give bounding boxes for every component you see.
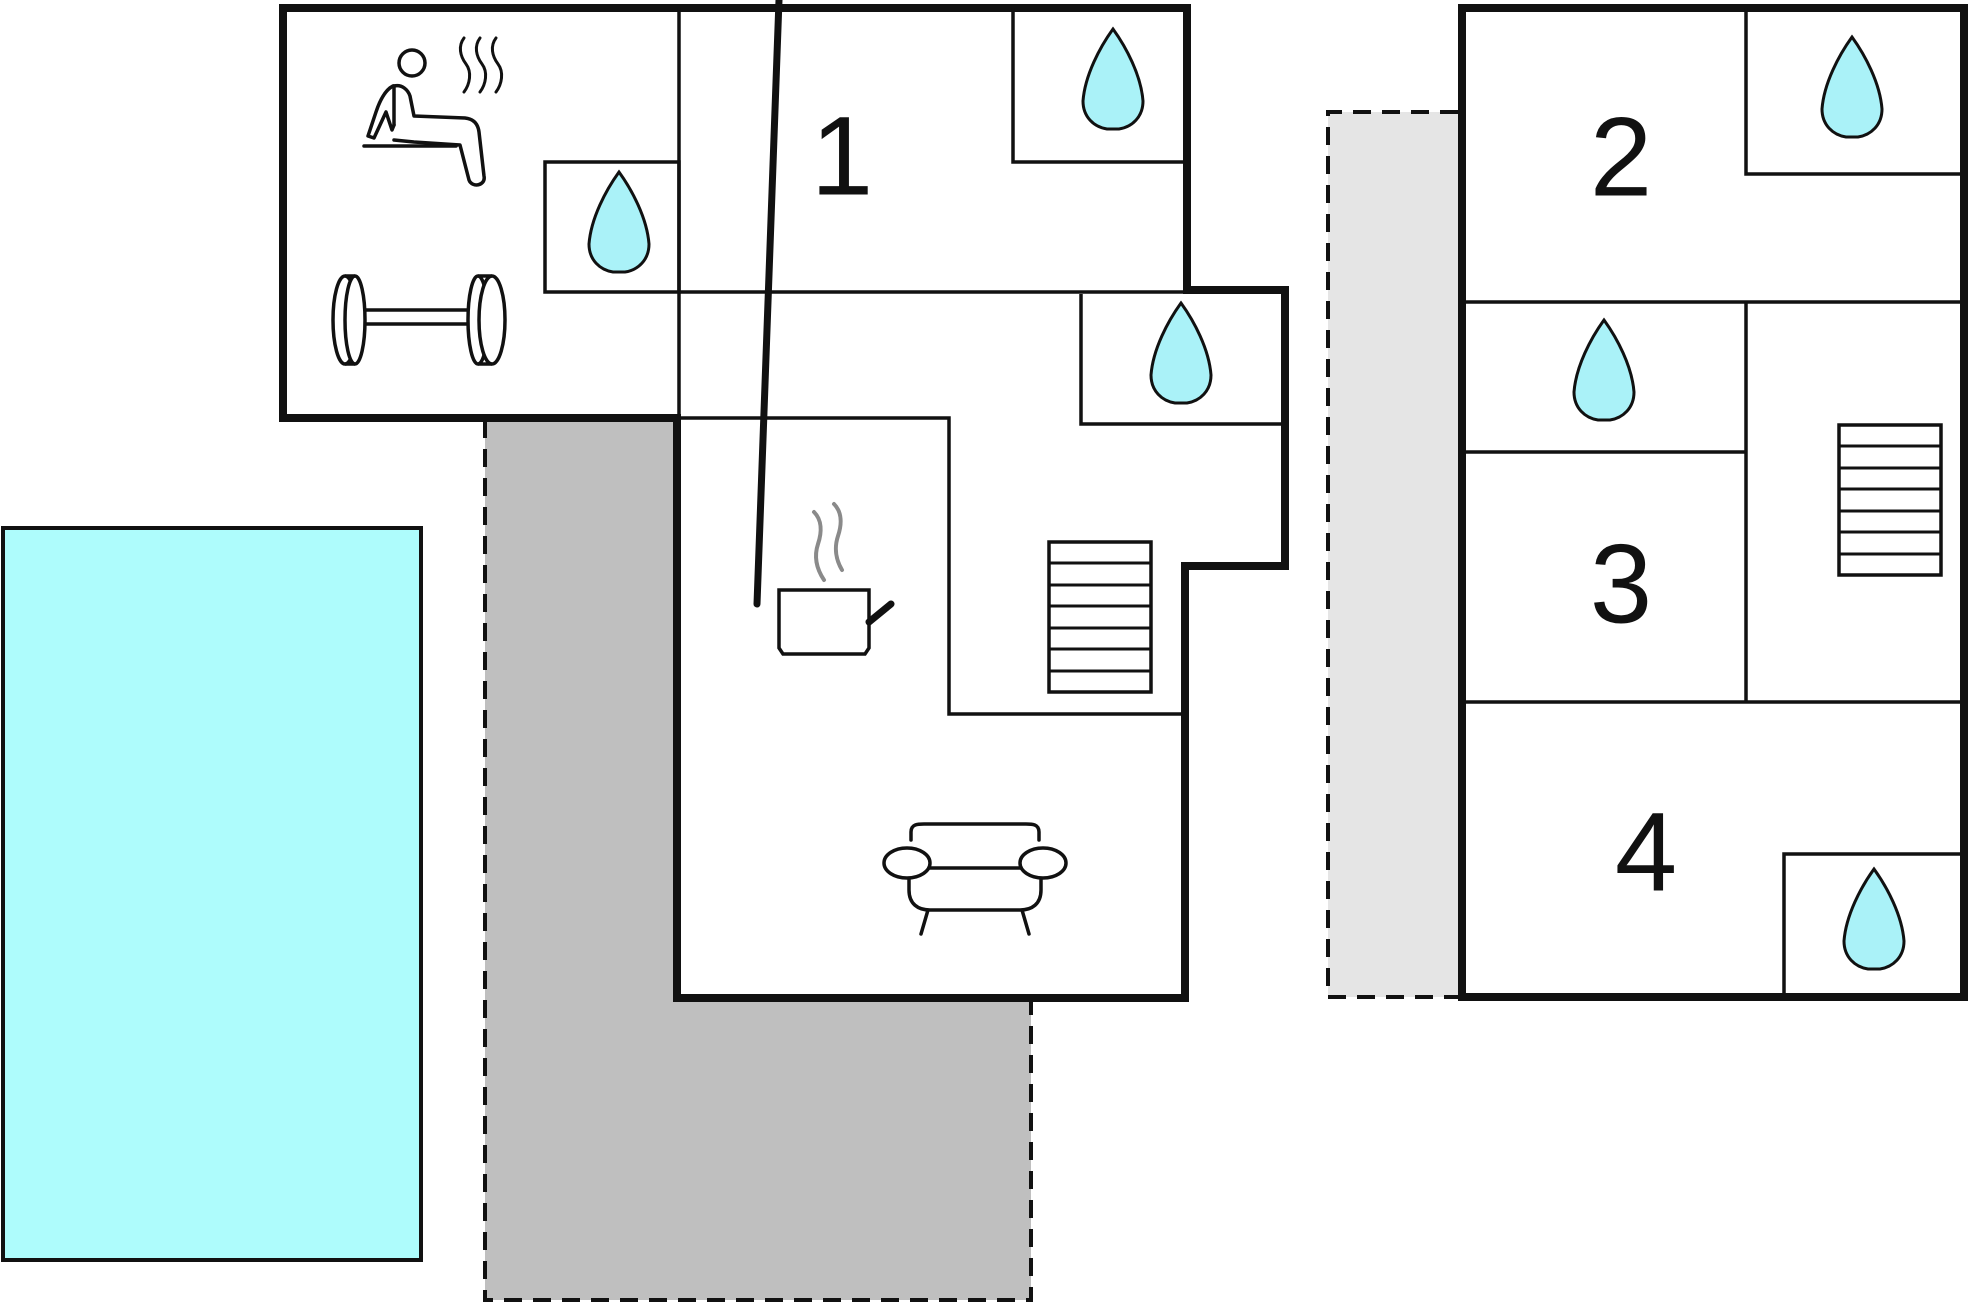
- balcony: [1328, 112, 1458, 997]
- room-number-3: 3: [1590, 522, 1652, 647]
- room-number-1: 1: [811, 94, 873, 219]
- terrace: [485, 420, 1031, 1300]
- balcony-outline: [1326, 110, 1458, 999]
- staircase-icon: [1047, 540, 1153, 694]
- upper-floor: 2 3 4: [1458, 4, 1968, 1001]
- room-number-4: 4: [1615, 790, 1677, 915]
- ground-floor-outer-wall: [279, 4, 1289, 1002]
- ground-floor: 1: [279, 0, 1289, 1002]
- sauna-icon: [362, 36, 504, 187]
- room-number-2: 2: [1590, 95, 1652, 220]
- terrace-outline: [483, 420, 1033, 1302]
- dumbbell-icon: [331, 274, 507, 366]
- staircase-icon: [1837, 423, 1943, 577]
- cooking-pot-icon: [753, 0, 895, 656]
- sofa-icon: [882, 822, 1068, 936]
- pool: [1, 526, 423, 1262]
